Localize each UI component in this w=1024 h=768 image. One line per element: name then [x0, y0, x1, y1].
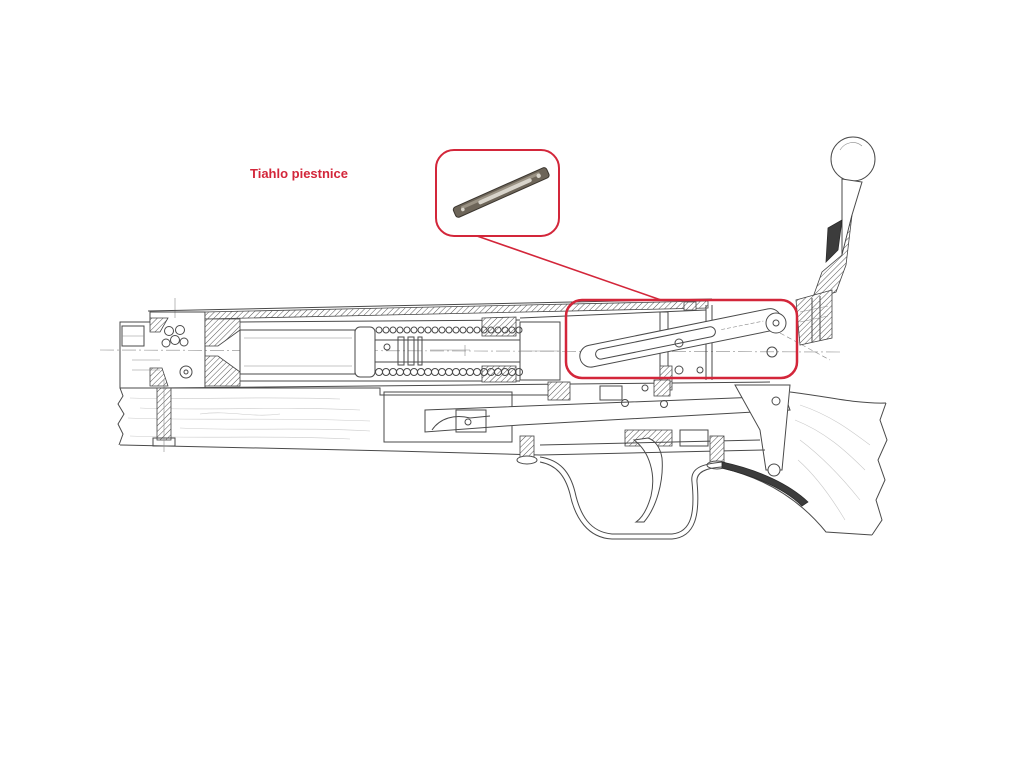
- spring-coil: [375, 326, 383, 334]
- link-pivot: [765, 312, 787, 334]
- stock-grip: [721, 391, 888, 536]
- spring-coil: [403, 326, 411, 334]
- trigger-guard: [539, 456, 723, 540]
- sear-bar: [383, 379, 791, 477]
- spring-coil: [396, 326, 404, 334]
- spring-coil: [501, 326, 509, 334]
- spring-coil: [410, 326, 418, 334]
- spring-coil: [438, 368, 446, 376]
- spring-coil: [389, 326, 397, 334]
- spring-coil: [473, 368, 481, 376]
- spring-coil: [410, 368, 418, 376]
- gas-cylinder: [204, 316, 521, 387]
- spring-coil: [445, 326, 453, 334]
- spring-coil: [389, 368, 397, 376]
- spring-coil: [382, 368, 390, 376]
- spring-coil: [417, 368, 425, 376]
- spring-coil: [466, 368, 474, 376]
- recoil-spring: [375, 326, 523, 376]
- spring-coil: [459, 326, 467, 334]
- link-pin: [674, 338, 684, 348]
- spring-coil: [515, 326, 523, 334]
- piston-head: [354, 326, 376, 378]
- spring-coil: [473, 326, 481, 334]
- highlight-box: [564, 298, 799, 380]
- rear-screw: [516, 435, 538, 465]
- spring-coil: [459, 368, 467, 376]
- trigger: [624, 429, 709, 523]
- spring-coil: [487, 326, 495, 334]
- bolt-handle: [795, 136, 876, 346]
- spring-coil: [438, 326, 446, 334]
- spring-coil: [431, 368, 439, 376]
- callout-connector-line: [476, 235, 662, 301]
- link-slot: [595, 326, 716, 360]
- spring-coil: [417, 326, 425, 334]
- center-line: [99, 349, 841, 353]
- front-screw: [179, 365, 193, 379]
- spring-coil: [375, 368, 383, 376]
- lever-pivot: [767, 463, 781, 477]
- receiver-top: [147, 298, 713, 320]
- gas-port-ring: [164, 326, 174, 336]
- callout: [435, 149, 799, 380]
- piston: [239, 329, 356, 375]
- slotted-link: [579, 308, 831, 375]
- callout-label: Tiahlo piestnice: [250, 166, 349, 181]
- spring-coil: [452, 368, 460, 376]
- spring-coil: [424, 368, 432, 376]
- spring-coil: [382, 326, 390, 334]
- spring-coil: [508, 326, 516, 334]
- part-photo: [452, 167, 550, 218]
- spring-coil: [466, 326, 474, 334]
- spring-coil: [424, 326, 432, 334]
- spring-coil: [494, 326, 502, 334]
- spring-coil: [431, 326, 439, 334]
- front-end-block: [119, 311, 206, 389]
- spring-coil: [452, 326, 460, 334]
- spring-coil: [396, 368, 404, 376]
- front-vertical-screw: [152, 380, 176, 452]
- spring-coil: [515, 368, 523, 376]
- spring-coil: [480, 326, 488, 334]
- spring-coil: [403, 368, 411, 376]
- spring-coil: [445, 368, 453, 376]
- bolt-handle-knob: [830, 136, 876, 182]
